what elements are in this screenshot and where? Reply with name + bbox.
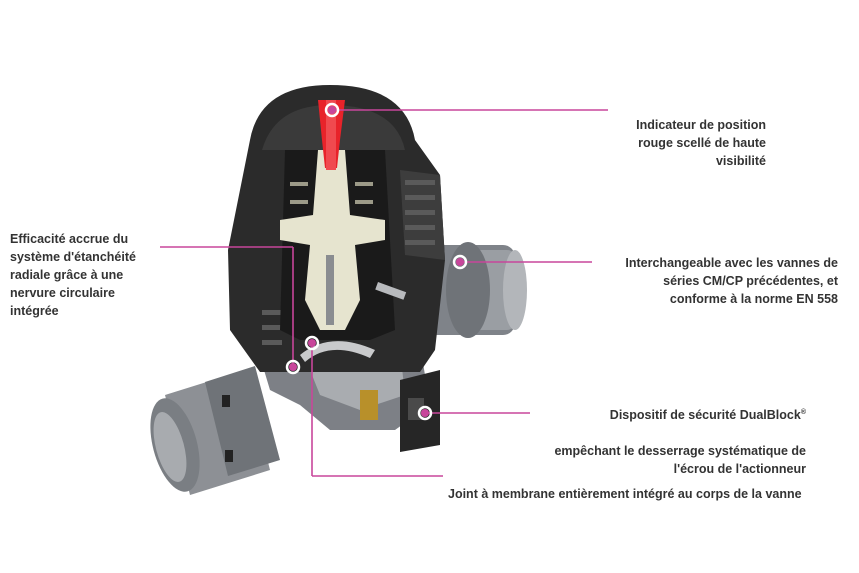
leader-lines xyxy=(160,109,608,477)
callout-membrane-text: Joint à membrane entièrement intégré au … xyxy=(448,487,802,501)
indicator-stem xyxy=(326,100,336,170)
callout-dualblock-rest: empêchant le desserrage systématique de … xyxy=(554,444,806,477)
callout-dualblock: Dispositif de sécurité DualBlock® empêch… xyxy=(530,386,806,478)
callout-indicator: Indicateur de position rouge scellé de h… xyxy=(600,98,766,170)
callout-sealing: Efficacité accrue du système d'étanchéit… xyxy=(10,212,160,320)
membrane xyxy=(300,341,375,362)
left-pipe xyxy=(150,366,280,495)
spindle-insert xyxy=(280,150,407,330)
callout-indicator-text: Indicateur de position rouge scellé de h… xyxy=(636,118,766,168)
callout-interchangeable-text: Interchangeable avec les vannes de série… xyxy=(625,256,838,306)
callout-interchangeable: Interchangeable avec les vannes de série… xyxy=(596,236,838,308)
callout-membrane: Joint à membrane entièrement intégré au … xyxy=(448,467,828,503)
callout-dots xyxy=(285,102,468,421)
registered-mark: ® xyxy=(800,409,806,416)
callout-sealing-text: Efficacité accrue du système d'étanchéit… xyxy=(10,232,136,318)
callout-dualblock-main: Dispositif de sécurité DualBlock xyxy=(609,408,801,423)
